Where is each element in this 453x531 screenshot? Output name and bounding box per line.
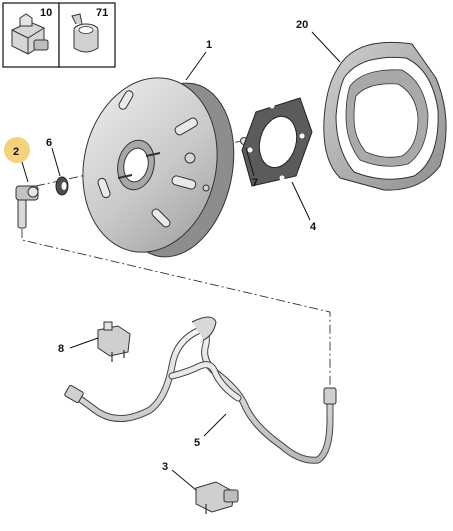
callout-number-6: 6	[46, 137, 52, 149]
callout-number-1: 1	[206, 39, 212, 51]
callout-5: 5	[194, 437, 200, 449]
callout-6: 6	[46, 137, 52, 149]
legend-box-10: 10	[2, 2, 60, 68]
pipe-connector	[195, 481, 239, 514]
vacuum-pipe	[64, 316, 337, 464]
washer	[55, 176, 69, 196]
brake-booster	[82, 77, 235, 258]
legend-number-71: 71	[96, 7, 108, 19]
gasket-plate	[241, 97, 313, 187]
callout-number-7: 7	[252, 177, 258, 189]
vacuum-elbow-fitting	[15, 185, 39, 229]
callout-number-2: 2	[13, 146, 19, 158]
callout-8: 8	[58, 343, 64, 355]
callout-1: 1	[206, 39, 212, 51]
seal-ring	[323, 41, 447, 191]
legend-number-10: 10	[40, 7, 52, 19]
callout-number-3: 3	[162, 461, 168, 473]
callout-number-4: 4	[310, 221, 317, 233]
callout-number-20: 20	[296, 19, 308, 31]
legend-box-71: 71	[58, 2, 116, 68]
callout-7: 7	[252, 177, 258, 189]
hose-clamp-icon	[71, 13, 99, 53]
highlight-badge	[4, 137, 30, 163]
callout-20: 20	[296, 19, 308, 31]
callout-3: 3	[162, 461, 168, 473]
leader-lines	[21, 31, 341, 491]
callout-4: 4	[310, 221, 317, 233]
callout-2-highlighted[interactable]: 2	[4, 137, 30, 163]
callout-number-5: 5	[194, 437, 200, 449]
clip-fastener-icon	[11, 13, 49, 55]
callout-number-8: 8	[58, 343, 64, 355]
pipe-clip-bracket	[97, 321, 131, 362]
